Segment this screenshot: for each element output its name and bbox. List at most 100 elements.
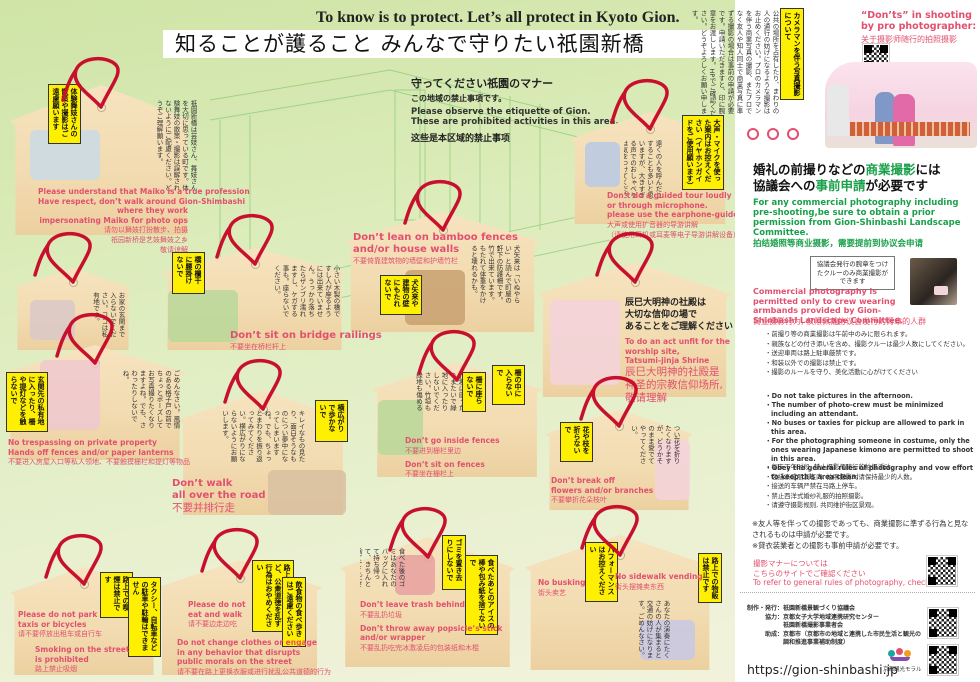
commercial-heading: 婚礼の前撮りなどの商業撮影には 協議会への事前申請が必要です (753, 162, 941, 193)
red-cord-icon (594, 232, 654, 284)
caption-en: Please do not park (18, 610, 98, 619)
caption-en: Have respect, don’t walk around Gion-Shi… (38, 196, 246, 206)
caption-block: Please understand that Maiko is a true p… (38, 187, 250, 255)
photography-panel: カメラマンを伴う写真撮影について 公共の場所を占有したり、まわりの人の通行の妨げ… (690, 0, 980, 682)
caption-en: where they work (116, 206, 188, 215)
yellow-label: 柵に座らないで (462, 372, 486, 412)
handwritten-note: 犬矢来は「いぬやらい」と読んで町屋の軒下の防護柵です。竹で出来ています。もたれて… (469, 245, 521, 304)
red-cord-icon (223, 359, 282, 411)
note-2: ※貸衣装業者との撮影も事前申請が必要です。 (752, 541, 904, 550)
caption-en: Do not change clothes or engage (177, 638, 317, 647)
credit-key: 制作・発行： (746, 605, 783, 612)
red-cord-icon (387, 506, 447, 559)
handwritten-note: ごめんなさい。風情のある格子戸の前でちょっとポーズしてお写真撮りたくなりますよね… (121, 370, 180, 429)
caption-zh: 不要攀折花朵枝叶 (551, 496, 607, 504)
caption-zhL: 辰巳大明神的社殿是 (625, 365, 720, 378)
caption-en: Don’t go inside fences (405, 436, 500, 445)
caption-en: No sidewalk vending (615, 572, 703, 581)
caption-en: impersonating Maiko for photo ops (39, 215, 188, 225)
caption-zh: 不要坐在栅栏上 (405, 470, 454, 478)
yellow-label: 犬矢来や建物の壁にもたれないで (380, 275, 422, 315)
caption-zh: 敬请谅解 (160, 246, 188, 254)
illustration (378, 400, 423, 455)
rule-item: ・禁止西洋式婚纱礼服的拍照摄影。 (765, 491, 868, 500)
rule-item: ・每天下午时段, 禁止摄影师随行的拍摄活动。 (765, 463, 897, 471)
rule-item: ・请遵守摄影规则, 共同维护街区景观。 (765, 501, 878, 510)
intro-en-1: Please observe the etiquette of Gion. (411, 107, 591, 117)
logo-text: 京都観光モラル (883, 667, 922, 673)
donts-zh: 关于摄影师随行的拍照摄影 (861, 35, 957, 44)
yellow-label: 柵の中に入らないで (492, 365, 525, 405)
caption-zh: 请不要停放出租车或自行车 (18, 630, 102, 638)
red-cord-icon (33, 231, 92, 284)
handwritten-note: あなたの演奏にたくさんの人が集まると交通の妨げになります。ごめんなさい。 (636, 600, 671, 659)
caption-en: and/or wrapper (360, 633, 426, 642)
caption-en: public morals on the street (177, 657, 292, 666)
intro-block: 守ってください祇園のマナー この地域の禁止事項です。 Please observ… (411, 75, 619, 144)
intro-sub: この地域の禁止事項です。 (411, 94, 507, 103)
red-cord-icon (44, 533, 103, 586)
caption-zh: 不要进到栅栏里边 (405, 446, 461, 455)
credit-value: 京都女子大学地域連携研究センター (783, 613, 880, 621)
caption-en: in any behavior that disrupts (177, 647, 301, 657)
caption-zhL: 神圣的宗教信仰场所, (625, 378, 723, 391)
red-cord-icon (199, 527, 259, 580)
qr-code-site[interactable] (927, 644, 959, 676)
caption-zh: 街头摆摊卖东西 (615, 582, 664, 591)
illustration (655, 440, 690, 500)
credit-key: 助成： (764, 630, 783, 638)
red-cord-icon (61, 57, 120, 109)
red-cord-icon (580, 505, 639, 557)
handwritten-note: キレイなもの見たり、面白そうなものについ夢中になってしまいますね。でも、ちょっと… (220, 410, 306, 462)
credit-value: 京都市（京都市の地域と連携した市民生活と観光の調和推進事業補助制度） (783, 630, 922, 647)
photographer-illustration (825, 62, 977, 148)
caption-en: To do an act unfit for the (625, 337, 730, 346)
credit-row: 制作・発行：祇園新橋景観づくり協議会 (745, 605, 925, 614)
side-yellow-label: カメラマンを伴う写真撮影について (780, 8, 804, 100)
illustration (40, 360, 100, 430)
site-url[interactable]: https://gion-shinbashi.jp (747, 662, 899, 677)
caption-zh: 请不要边走边吃 (188, 620, 237, 628)
caption-zh: 街头卖艺 (538, 588, 566, 597)
caption-zh: 祇园新桥是艺妓舞妓之乡 (111, 236, 188, 244)
caption-en: Don’t do a guided tour loudly (607, 191, 732, 200)
caption-enL: Don’t lean on bamboo fences (353, 232, 518, 243)
qr-code-credits[interactable] (927, 607, 959, 639)
armband-zh: 商业摄影行为, 仅限佩戴协议会发行的臂章的人群 (753, 317, 927, 326)
commercial-en: For any commercial photography including… (753, 198, 961, 238)
armband-bubble: 協議会発行の腕章をつけたクルーのみ商業撮影ができます (810, 256, 895, 290)
yellow-label: タクシー、自転車などの駐車や駐輪はできません (128, 577, 161, 657)
caption-zhL: 不要并排行走 (172, 502, 235, 514)
tagline-en: To know is to protect. Let’s all protect… (316, 9, 680, 26)
caption-zh: （请使用耳机或耳麦等电子导游讲解设备） (607, 230, 735, 239)
caption-zh: 不要乱扔垃圾 (360, 610, 402, 619)
no-symbols (747, 128, 807, 146)
side-handwritten-note: 公共の場所を占有したり、まわりの人の通行の妨げになるような撮影はお止めください。… (690, 10, 779, 117)
red-cord-icon (417, 329, 476, 382)
rule-item: ・和装以外での撮影は禁止です。 (765, 358, 861, 367)
rule-item: ・送迎車両は路上駐車厳禁です。 (765, 349, 861, 358)
caption-en: Don’t leave trash behind (360, 600, 465, 609)
caption-en: taxis or bicycles (18, 619, 87, 629)
note-1: ※友人等を伴っての撮影であっても、商業撮影に準ずる行為と見なされるものは申請が必… (752, 519, 969, 539)
yellow-label: パフォーマンスはお控えください (585, 542, 618, 602)
rule-item: ・前撮り等の商業撮影は午前中のみに限られます。 (765, 330, 912, 338)
red-cord-icon (214, 214, 274, 266)
caption-en: Smoking on the street (35, 645, 130, 654)
rules-zh: ・每天下午时段, 禁止摄影师随行的拍摄活动。・包括亲戚朋友在内, 拍照摄影时请保… (765, 463, 970, 511)
caption-en: Don’t throw away popsicle’s stick (360, 623, 503, 633)
caption-zh: 不要进入房屋入口等私人领地、不要触摸栅栏和提灯等物品 (8, 458, 190, 466)
caption-zh: 不要坐在桥栏杆上 (230, 343, 286, 351)
qr-code-rules[interactable] (926, 555, 958, 587)
